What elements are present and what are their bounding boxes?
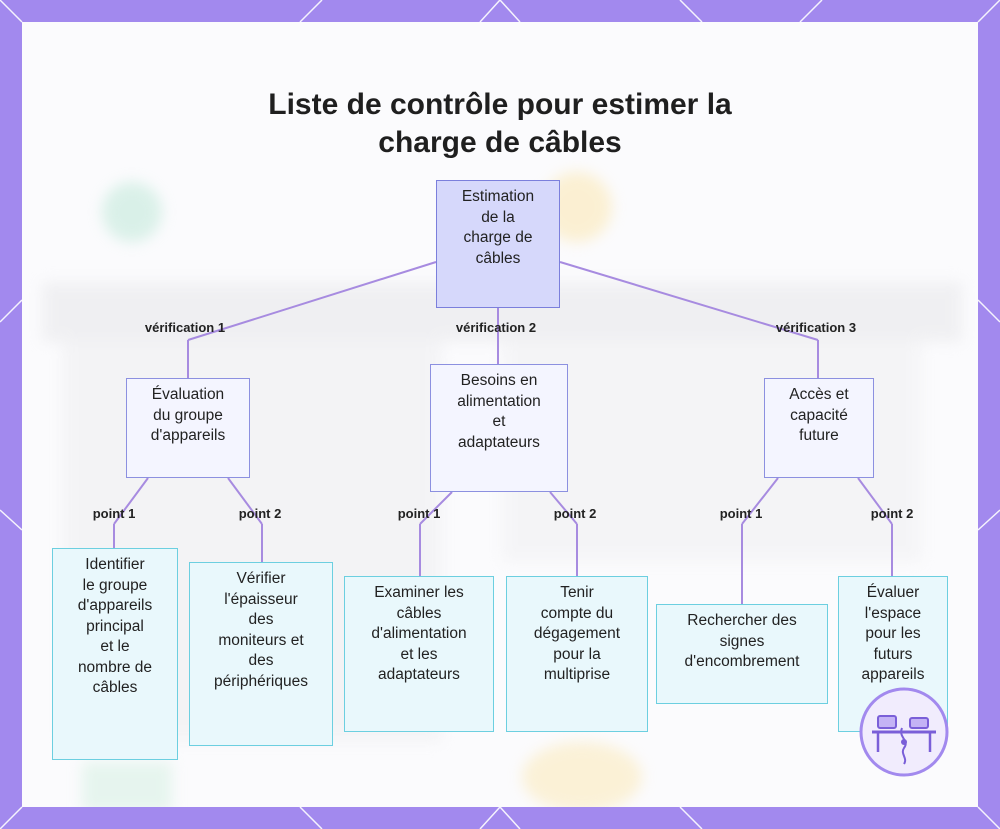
edge-label-verification-2: vérification 2 [455, 320, 537, 335]
leaf-node-b2-p2: Tenir compte du dégagement pour la multi… [506, 576, 648, 732]
connector-b2-p1 [419, 491, 453, 525]
connector-root-branch-1 [187, 261, 437, 341]
connector-b2-p2 [549, 491, 578, 525]
edge-label-b1-point-1: point 1 [92, 506, 136, 521]
leaf-node-b1-p2: Vérifier l'épaisseur des moniteurs et de… [189, 562, 333, 746]
edge-label-verification-3: vérification 3 [775, 320, 857, 335]
title-line-1: Liste de contrôle pour estimer la [268, 88, 732, 121]
edge-label-verification-1: vérification 1 [144, 320, 226, 335]
leaf-node-b1-p1: Identifier le groupe d'appareils princip… [52, 548, 178, 760]
connector-b3-p2 [857, 477, 893, 525]
title-line-2: charge de câbles [378, 126, 622, 159]
edge-label-b3-point-2: point 2 [870, 506, 914, 521]
connector-lines [113, 261, 893, 604]
leaf-node-b2-p1: Examiner les câbles d'alimentation et le… [344, 576, 494, 732]
edge-label-b3-point-1: point 1 [719, 506, 763, 521]
branch-node-2: Besoins en alimentation et adaptateurs [430, 364, 568, 492]
connector-root-branch-3 [559, 261, 819, 341]
edge-label-b2-point-1: point 1 [397, 506, 441, 521]
root-node: Estimation de la charge de câbles [436, 180, 560, 308]
connector-b3-p1 [741, 477, 779, 525]
branch-node-1: Évaluation du groupe d'appareils [126, 378, 250, 478]
branch-node-3: Accès et capacité future [764, 378, 874, 478]
diagram-title: Liste de contrôle pour estimer la charge… [22, 86, 978, 162]
edge-label-b2-point-2: point 2 [553, 506, 597, 521]
diagram-card: Liste de contrôle pour estimer la charge… [22, 22, 978, 807]
leaf-node-b3-p1: Rechercher des signes d'encombrement [656, 604, 828, 704]
connector-b1-p2 [227, 477, 263, 525]
edge-label-b1-point-2: point 2 [238, 506, 282, 521]
desk-setup-icon [859, 687, 949, 777]
connector-b1-p1 [113, 477, 149, 525]
